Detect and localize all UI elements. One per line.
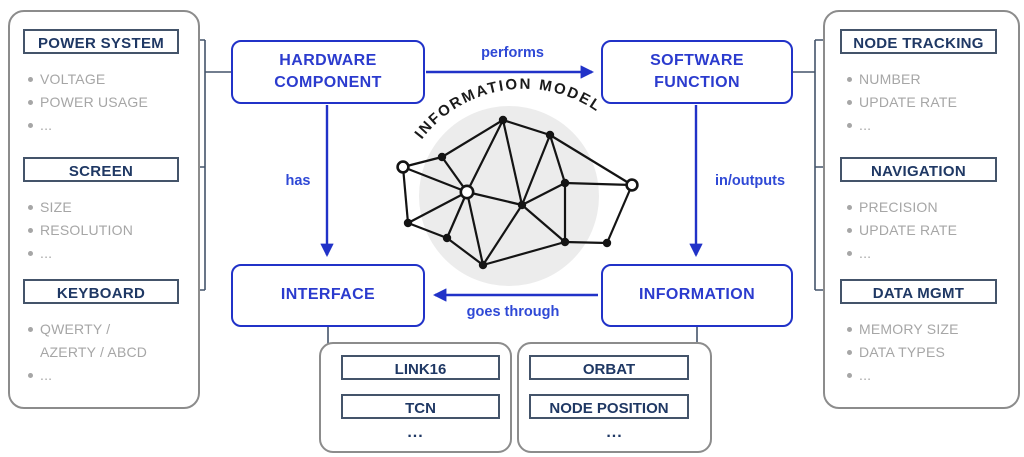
list-item: ... xyxy=(28,242,133,265)
list-item: PRECISION xyxy=(847,196,957,219)
screen-list: SIZE RESOLUTION ... xyxy=(28,196,133,265)
network-halo xyxy=(419,106,599,286)
bullet-icon xyxy=(847,123,852,128)
section-title-navigation: NAVIGATION xyxy=(840,157,997,182)
list-item: RESOLUTION xyxy=(28,219,133,242)
software-function-label-line1: SOFTWARE xyxy=(650,51,744,69)
section-title-keyboard: KEYBOARD xyxy=(23,279,179,304)
information-box: INFORMATION xyxy=(601,264,793,327)
section-title-node-tracking: NODE TRACKING xyxy=(840,29,997,54)
interface-more-ellipsis: ... xyxy=(407,424,424,441)
section-title-data-mgmt: DATA MGMT xyxy=(840,279,997,304)
data-mgmt-list: MEMORY SIZE DATA TYPES ... xyxy=(847,318,959,387)
list-item: QWERTY / AZERTY / ABCD xyxy=(28,318,165,364)
list-item: UPDATE RATE xyxy=(847,219,957,242)
graph-nodes xyxy=(396,115,639,270)
bullet-icon xyxy=(28,327,33,332)
list-item: MEMORY SIZE xyxy=(847,318,959,341)
bullet-icon xyxy=(28,123,33,128)
interface-label: INTERFACE xyxy=(280,286,376,304)
hardware-attributes-panel: POWER SYSTEM VOLTAGE POWER USAGE ... SCR… xyxy=(8,10,200,409)
list-item: ... xyxy=(847,364,959,387)
bullet-icon xyxy=(28,100,33,105)
list-item: ... xyxy=(28,364,165,387)
interface-box: INTERFACE xyxy=(231,264,425,327)
interface-instances-panel: LINK16 TCN ... xyxy=(319,342,512,453)
software-attributes-panel: NODE TRACKING NUMBER UPDATE RATE ... NAV… xyxy=(823,10,1020,409)
power-system-list: VOLTAGE POWER USAGE ... xyxy=(28,68,148,137)
section-title-power-system: POWER SYSTEM xyxy=(23,29,179,54)
bullet-icon xyxy=(28,251,33,256)
list-item: SIZE xyxy=(28,196,133,219)
bullet-icon xyxy=(847,228,852,233)
information-instances-panel: ORBAT NODE POSITION ... xyxy=(517,342,712,453)
software-function-label-line2: FUNCTION xyxy=(654,74,740,91)
hardware-component-label-line1: HARDWARE xyxy=(279,51,377,69)
instance-orbat: ORBAT xyxy=(529,355,689,380)
software-function-box: SOFTWARE FUNCTION xyxy=(601,40,793,104)
bullet-icon xyxy=(847,77,852,82)
instance-tcn: TCN xyxy=(341,394,500,419)
bullet-icon xyxy=(28,77,33,82)
goes-through-label: goes through xyxy=(466,304,560,320)
performs-label: performs xyxy=(481,45,544,61)
relation-arrows xyxy=(320,65,703,302)
list-item: DATA TYPES xyxy=(847,341,959,364)
bullet-icon xyxy=(847,100,852,105)
navigation-list: PRECISION UPDATE RATE ... xyxy=(847,196,957,265)
bullet-icon xyxy=(847,350,852,355)
bullet-icon xyxy=(847,373,852,378)
bullet-icon xyxy=(847,205,852,210)
list-item: VOLTAGE xyxy=(28,68,148,91)
instance-link16: LINK16 xyxy=(341,355,500,380)
hardware-component-label-line2: COMPONENT xyxy=(274,74,382,91)
bullet-icon xyxy=(28,205,33,210)
list-item: ... xyxy=(847,114,957,137)
keyboard-list: QWERTY / AZERTY / ABCD ... xyxy=(28,318,165,387)
node-tracking-list: NUMBER UPDATE RATE ... xyxy=(847,68,957,137)
information-more-ellipsis: ... xyxy=(606,424,623,441)
list-item: UPDATE RATE xyxy=(847,91,957,114)
hardware-component-box: HARDWARE COMPONENT xyxy=(231,40,425,104)
list-item: ... xyxy=(28,114,148,137)
list-item: NUMBER xyxy=(847,68,957,91)
has-label: has xyxy=(285,173,311,189)
bullet-icon xyxy=(28,373,33,378)
instance-node-position: NODE POSITION xyxy=(529,394,689,419)
bullet-icon xyxy=(28,228,33,233)
information-label: INFORMATION xyxy=(638,286,756,304)
section-title-screen: SCREEN xyxy=(23,157,179,182)
bullet-icon xyxy=(847,251,852,256)
list-item: POWER USAGE xyxy=(28,91,148,114)
graph-edges xyxy=(401,118,634,267)
list-item: ... xyxy=(847,242,957,265)
in-outputs-label: in/outputs xyxy=(714,173,786,189)
bullet-icon xyxy=(847,327,852,332)
